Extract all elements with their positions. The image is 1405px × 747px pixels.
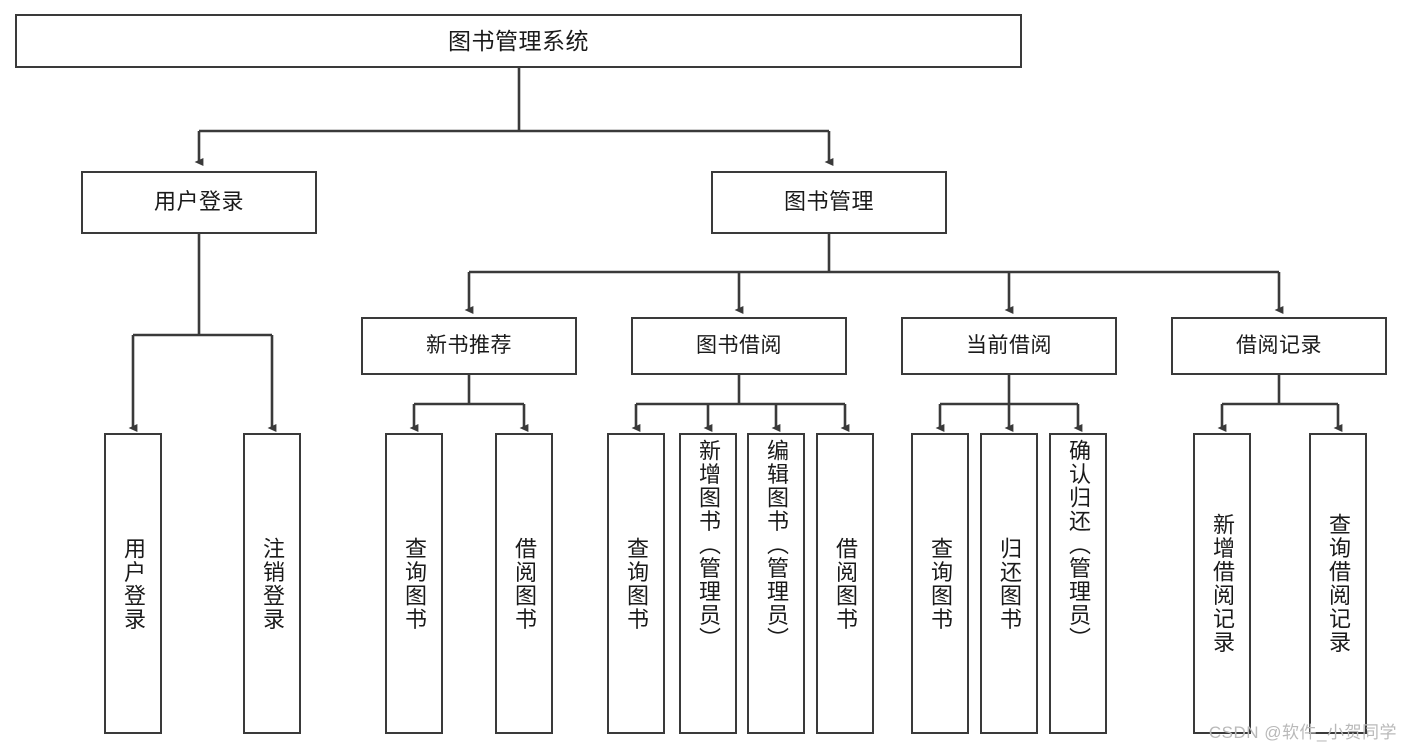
leaf-return-books[interactable]: 归还图书 bbox=[980, 433, 1038, 734]
node-current-borrow[interactable]: 当前借阅 bbox=[901, 317, 1117, 375]
watermark-text: CSDN @软件_小贺同学 bbox=[1208, 723, 1397, 742]
node-label: 用户登录 bbox=[120, 536, 146, 631]
leaf-confirm-return-admin[interactable]: 确认归还（管理员） bbox=[1049, 433, 1107, 734]
node-label: 归还图书 bbox=[996, 536, 1022, 631]
node-label: 新书推荐 bbox=[426, 334, 512, 358]
node-label: 查询图书 bbox=[623, 536, 649, 631]
leaf-query-books-recommend[interactable]: 查询图书 bbox=[385, 433, 443, 734]
leaf-add-borrow-record[interactable]: 新增借阅记录 bbox=[1193, 433, 1251, 734]
node-borrow-records[interactable]: 借阅记录 bbox=[1171, 317, 1387, 375]
leaf-query-books-current[interactable]: 查询图书 bbox=[911, 433, 969, 734]
leaf-add-book-admin[interactable]: 新增图书（管理员） bbox=[679, 433, 737, 734]
node-root-system[interactable]: 图书管理系统 bbox=[15, 14, 1022, 68]
node-label: 借阅记录 bbox=[1236, 334, 1322, 358]
leaf-query-borrow-record[interactable]: 查询借阅记录 bbox=[1309, 433, 1367, 734]
leaf-user-login[interactable]: 用户登录 bbox=[104, 433, 162, 734]
node-label: 用户登录 bbox=[153, 189, 244, 215]
node-label: 注销登录 bbox=[259, 536, 285, 631]
leaf-query-books-borrow[interactable]: 查询图书 bbox=[607, 433, 665, 734]
node-label: 编辑图书（管理员） bbox=[763, 439, 789, 651]
node-label: 借阅图书 bbox=[832, 536, 858, 631]
node-label: 确认归还（管理员） bbox=[1065, 439, 1091, 651]
node-label: 查询图书 bbox=[401, 536, 427, 631]
node-label: 图书管理 bbox=[783, 189, 874, 215]
leaf-edit-book-admin[interactable]: 编辑图书（管理员） bbox=[747, 433, 805, 734]
leaf-borrow-books-borrow[interactable]: 借阅图书 bbox=[816, 433, 874, 734]
node-label: 查询借阅记录 bbox=[1325, 513, 1351, 654]
node-label: 新增图书（管理员） bbox=[695, 439, 721, 651]
leaf-borrow-books-recommend[interactable]: 借阅图书 bbox=[495, 433, 553, 734]
node-book-management[interactable]: 图书管理 bbox=[711, 171, 947, 234]
node-label: 新增借阅记录 bbox=[1209, 513, 1235, 654]
node-new-book-recommend[interactable]: 新书推荐 bbox=[361, 317, 577, 375]
node-label: 当前借阅 bbox=[966, 334, 1052, 358]
node-label: 图书管理系统 bbox=[448, 27, 589, 54]
node-label: 借阅图书 bbox=[511, 536, 537, 631]
node-label: 图书借阅 bbox=[696, 334, 782, 358]
node-label: 查询图书 bbox=[927, 536, 953, 631]
node-book-borrow[interactable]: 图书借阅 bbox=[631, 317, 847, 375]
node-user-login[interactable]: 用户登录 bbox=[81, 171, 317, 234]
leaf-logout-login[interactable]: 注销登录 bbox=[243, 433, 301, 734]
